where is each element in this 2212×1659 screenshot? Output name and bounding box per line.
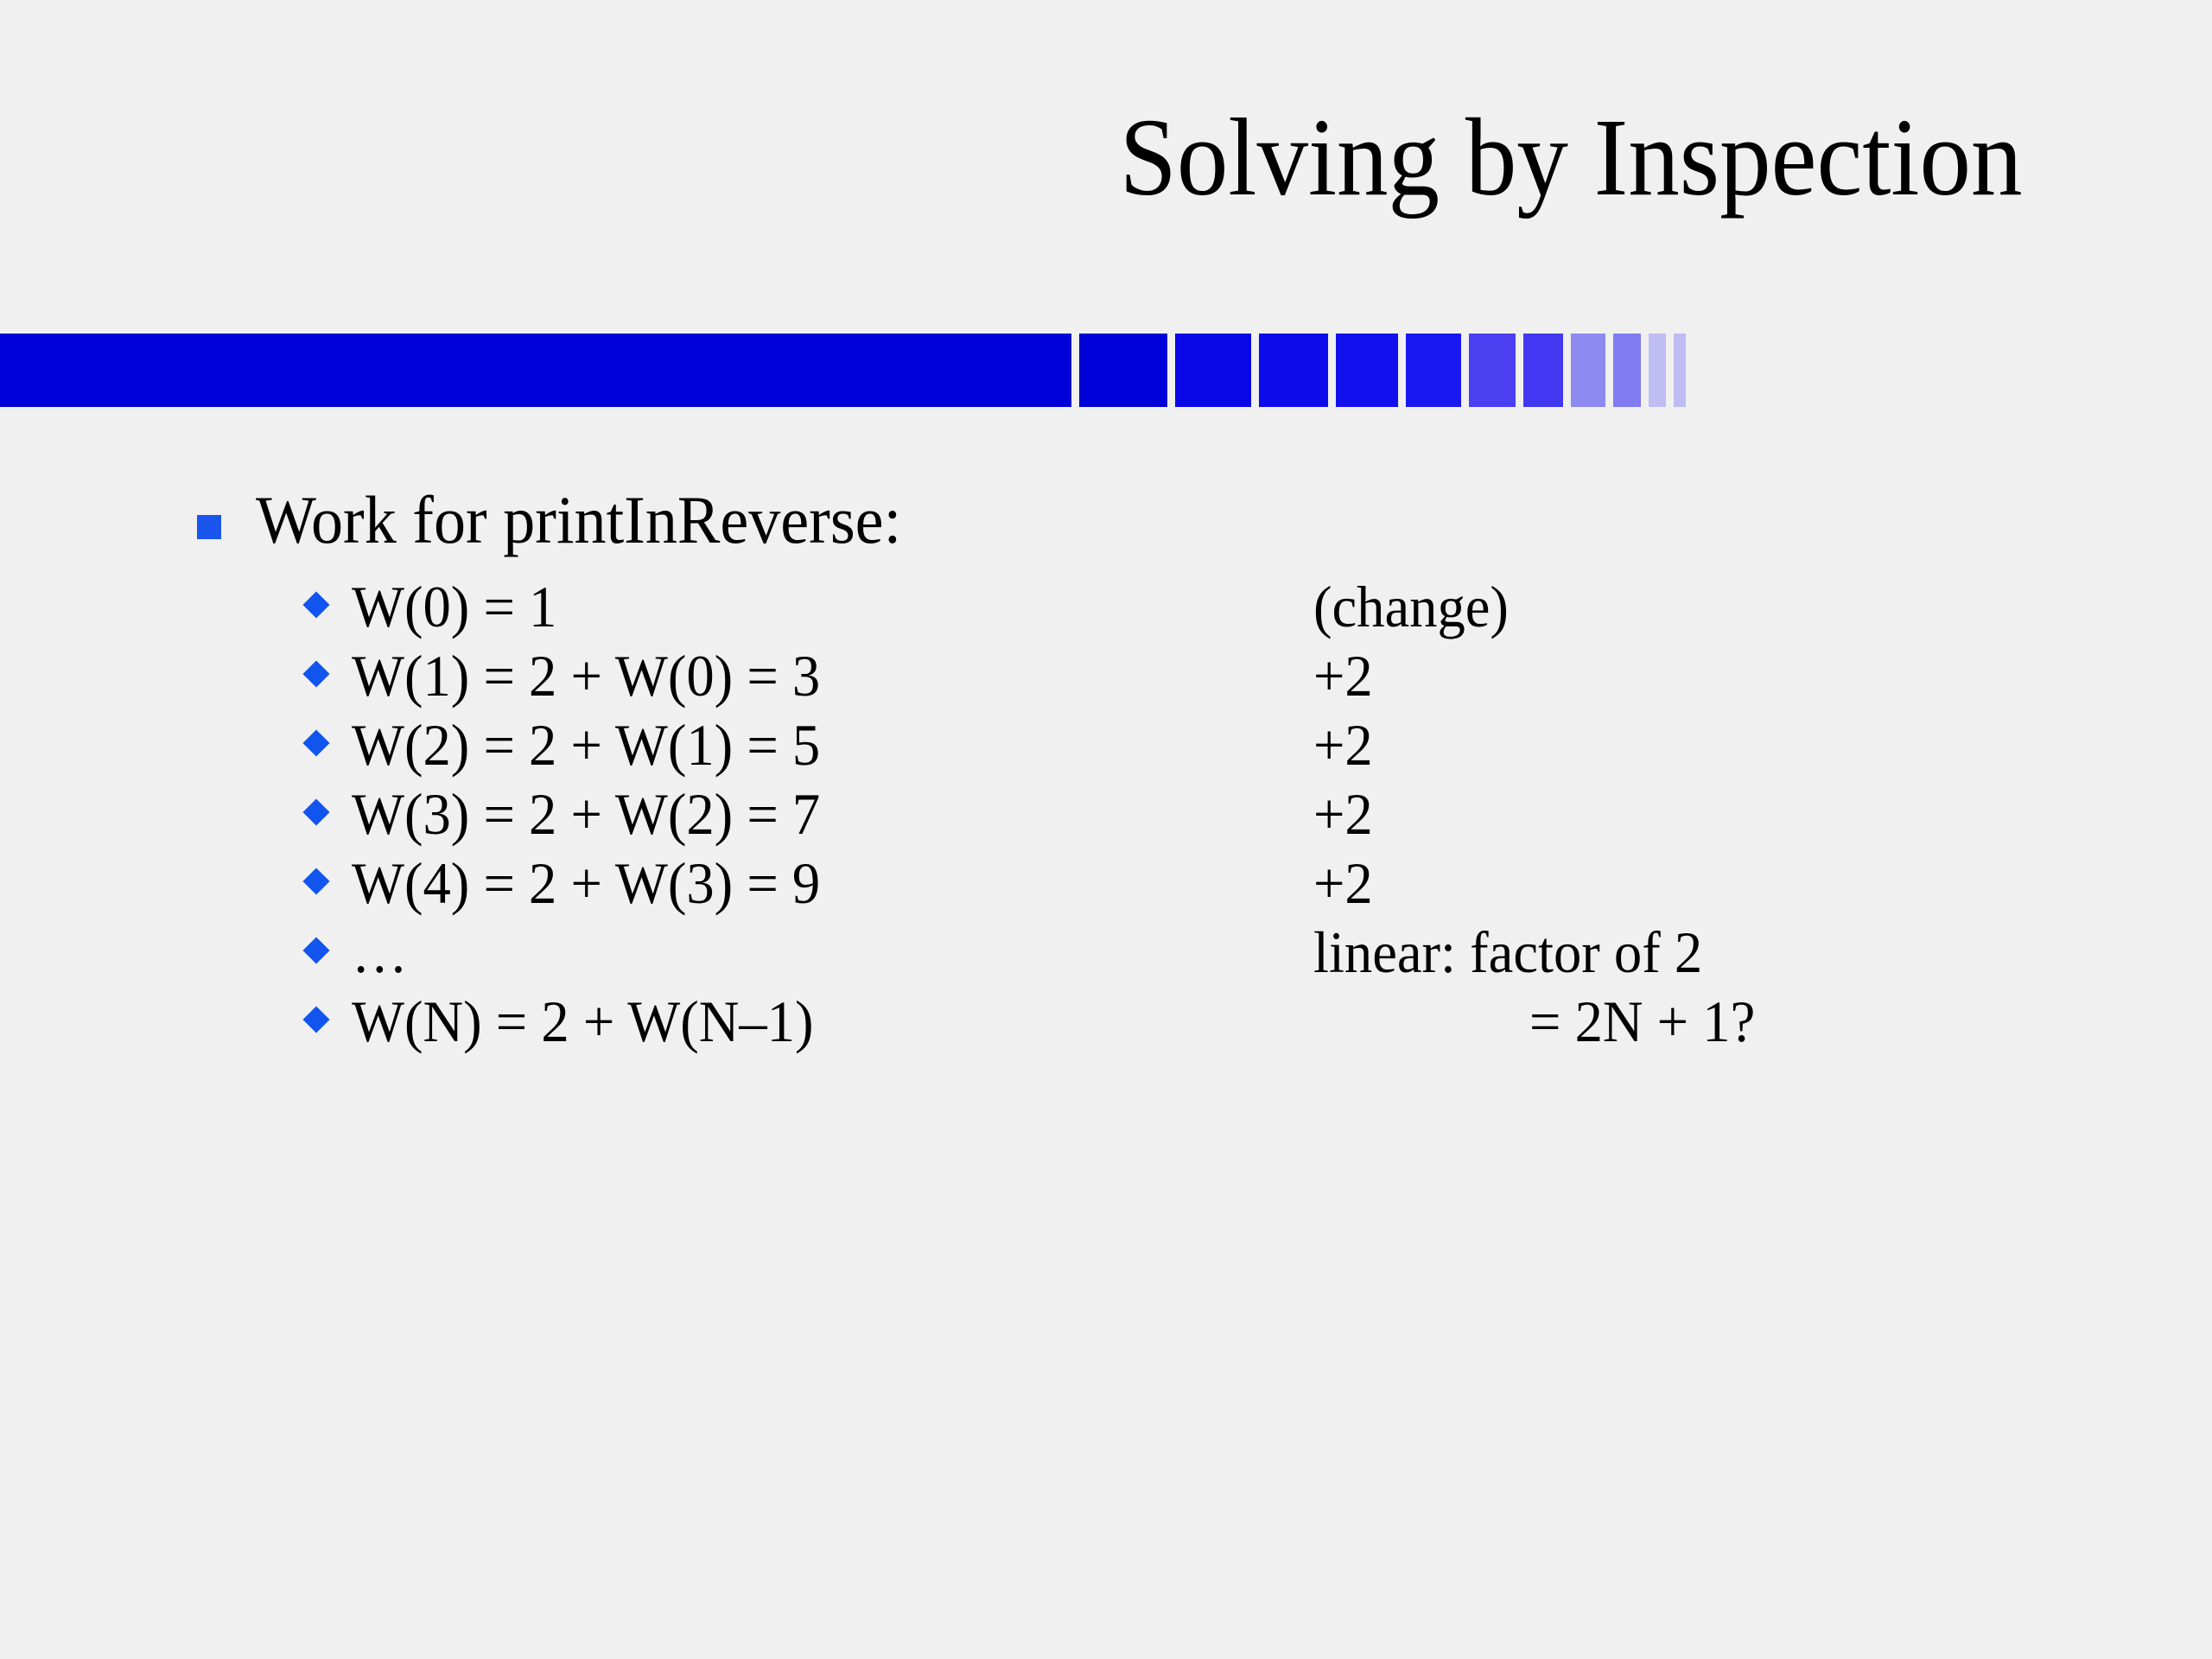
decorative-segmented-bar [0,334,2026,407]
recurrence-expression: … [352,919,408,986]
slide-body: Work for printInReverse: W(0) = 1 (change… [0,482,2212,1061]
bar-segment-9 [1613,334,1641,407]
recurrence-expression: W(2) = 2 + W(1) = 5 [352,712,821,779]
list-item: …linear: factor of 2 [0,923,2212,992]
recurrence-annotation: +2 [1313,781,1373,848]
bar-segment-8 [1571,334,1605,407]
recurrence-expression: W(0) = 1 [352,574,557,640]
sub-bullet-row: … [0,923,2212,992]
bar-segment-1 [1079,334,1167,407]
heading-bullet-label: Work for printInReverse: [256,482,902,557]
diamond-bullet-icon [302,798,330,826]
bar-segment-11 [1674,334,1686,407]
recurrence-expression: W(1) = 2 + W(0) = 3 [352,643,821,709]
recurrence-annotation: = 2N + 1? [1529,988,1756,1055]
list-item: W(3) = 2 + W(2) = 7+2 [0,785,2212,854]
bar-segment-7 [1523,334,1563,407]
recurrence-expression: W(N) = 2 + W(N–1) [352,988,814,1055]
sub-bullet-row: W(N) = 2 + W(N–1) [0,992,2212,1061]
bar-segment-3 [1259,334,1328,407]
recurrence-expression: W(3) = 2 + W(2) = 7 [352,781,821,848]
list-item: W(2) = 2 + W(1) = 5 +2 [0,715,2212,785]
bar-segment-0 [0,334,1071,407]
sub-bullet-row: W(1) = 2 + W(0) = 3 [0,646,2212,715]
page-title: Solving by Inspection [1119,96,2022,219]
diamond-bullet-icon [302,937,330,964]
sub-bullet-row: W(3) = 2 + W(2) = 7 [0,785,2212,854]
diamond-bullet-icon [302,868,330,895]
bar-segment-6 [1469,334,1516,407]
list-item: W(4) = 2 + W(3) = 9+2 [0,854,2212,923]
recurrence-annotation: linear: factor of 2 [1313,919,1703,986]
bar-segment-10 [1649,334,1666,407]
sub-bullet-row: W(2) = 2 + W(1) = 5 [0,715,2212,785]
bar-segment-4 [1336,334,1398,407]
heading-bullet-item: Work for printInReverse: [0,482,2212,557]
list-item: W(1) = 2 + W(0) = 3 +2 [0,646,2212,715]
sub-bullet-row: W(0) = 1 [0,577,2212,646]
recurrence-annotation: (change) [1313,574,1509,640]
list-item: W(0) = 1 (change) [0,577,2212,646]
recurrence-annotation: +2 [1313,712,1373,779]
recurrence-annotation: +2 [1313,643,1373,709]
list-item: W(N) = 2 + W(N–1)= 2N + 1? [0,992,2212,1061]
diamond-bullet-icon [302,660,330,688]
diamond-bullet-icon [302,591,330,619]
bar-segment-5 [1406,334,1461,407]
sub-bullet-row: W(4) = 2 + W(3) = 9 [0,854,2212,923]
title-area: Solving by Inspection [0,102,2022,213]
recurrence-annotation: +2 [1313,850,1373,917]
recurrence-expression: W(4) = 2 + W(3) = 9 [352,850,821,917]
bar-segment-2 [1175,334,1251,407]
diamond-bullet-icon [302,1006,330,1033]
diamond-bullet-icon [302,729,330,757]
square-bullet-icon [197,515,221,539]
